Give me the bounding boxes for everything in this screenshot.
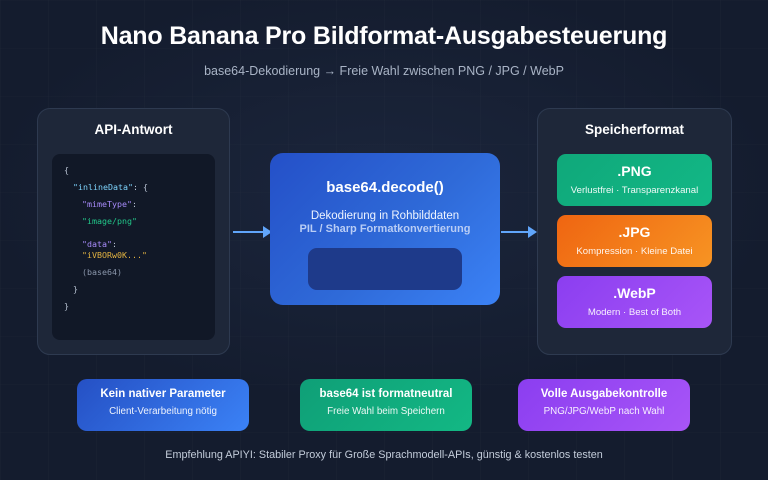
decode-step-badge-label: PIL / Sharp Formatkonvertierung [299,223,471,235]
format-card-jpg[interactable]: .JPG Kompression · Kleine Datei [557,215,712,267]
summary-badge-row: Kein nativer Parameter Client-Verarbeitu… [0,379,768,431]
summary-badge-title: Kein nativer Parameter [100,388,226,400]
code-line: } [64,285,205,302]
code-line: "data": [64,234,205,251]
summary-badge-title: base64 ist formatneutral [319,388,453,400]
api-response-panel: API-Antwort { "inlineData": { "mimeType"… [37,108,230,355]
summary-badge-no-native-parameter: Kein nativer Parameter Client-Verarbeitu… [77,379,249,431]
format-card-list: .PNG Verlustfrei · Transparenzkanal .JPG… [557,154,712,337]
arrow-right-icon [233,226,272,238]
summary-badge-subtitle: Client-Verarbeitung nötig [109,406,217,417]
code-token-mimetype-punct: : [131,199,137,209]
format-card-desc: Verlustfrei · Transparenzkanal [570,185,699,196]
flow-diagram: API-Antwort { "inlineData": { "mimeType"… [0,108,768,358]
code-token-mimetype-value: "image/png" [82,216,137,226]
code-line: } [64,302,205,319]
code-token-data-comment: (base64) [82,267,122,277]
format-card-desc: Kompression · Kleine Datei [576,246,693,257]
summary-badge-full-output-control: Volle Ausgabekontrolle PNG/JPG/WebP nach… [518,379,690,431]
code-token-mimetype-key: "mimeType" [82,199,132,209]
page-title: Nano Banana Pro Bildformat-Ausgabesteuer… [100,22,668,50]
code-token-brace-open: { [64,165,69,175]
page-subtitle: base64-Dekodierung → Freie Wahl zwischen… [204,64,564,78]
code-token-data-key: "data" [82,239,112,249]
code-token-inlinedata-key: "inlineData" [73,182,133,192]
summary-badge-format-neutral: base64 ist formatneutral Freie Wahl beim… [300,379,472,431]
decode-step-box: base64.decode() Dekodierung in Rohbildda… [270,153,500,305]
arrow-shaft [233,231,264,233]
code-token-brace-close-outer: } [64,301,69,311]
header: Nano Banana Pro Bildformat-Ausgabesteuer… [0,0,768,78]
summary-badge-subtitle: PNG/JPG/WebP nach Wahl [543,406,665,417]
storage-format-panel: Speicherformat .PNG Verlustfrei · Transp… [537,108,732,355]
json-code-block: { "inlineData": { "mimeType": "image/png… [52,154,215,340]
format-card-png[interactable]: .PNG Verlustfrei · Transparenzkanal [557,154,712,206]
arrow-head [528,226,537,238]
decode-step-title: base64.decode() [326,179,444,196]
format-card-name: .JPG [618,224,651,240]
api-response-panel-title: API-Antwort [94,122,173,137]
decode-step-badge [308,248,462,290]
format-card-name: .PNG [617,163,652,179]
code-line: { [64,166,205,183]
code-line: "inlineData": { [64,183,205,200]
code-line: (base64) [64,268,205,285]
storage-format-panel-title: Speicherformat [584,122,685,137]
summary-badge-title: Volle Ausgabekontrolle [540,388,668,400]
format-card-name: .WebP [613,285,656,301]
code-token-brace-close-inner: } [73,284,78,294]
arrow-shaft [501,231,529,233]
footer-note: Empfehlung APIYI: Stabiler Proxy für Gro… [165,449,603,461]
code-line: "iVBORw0K..." [64,251,205,268]
code-line: "image/png" [64,217,205,234]
arrow-right-icon [501,226,537,238]
code-token-data-punct: : [111,239,117,249]
code-line: "mimeType": [64,200,205,217]
summary-badge-subtitle: Freie Wahl beim Speichern [327,406,445,417]
format-card-webp[interactable]: .WebP Modern · Best of Both [557,276,712,328]
decode-step-subtitle: Dekodierung in Rohbilddaten [310,210,460,222]
code-token-data-value: "iVBORw0K..." [82,250,147,260]
format-card-desc: Modern · Best of Both [587,307,682,318]
code-token-inlinedata-punct: : { [132,182,148,192]
arrow-head [263,226,272,238]
